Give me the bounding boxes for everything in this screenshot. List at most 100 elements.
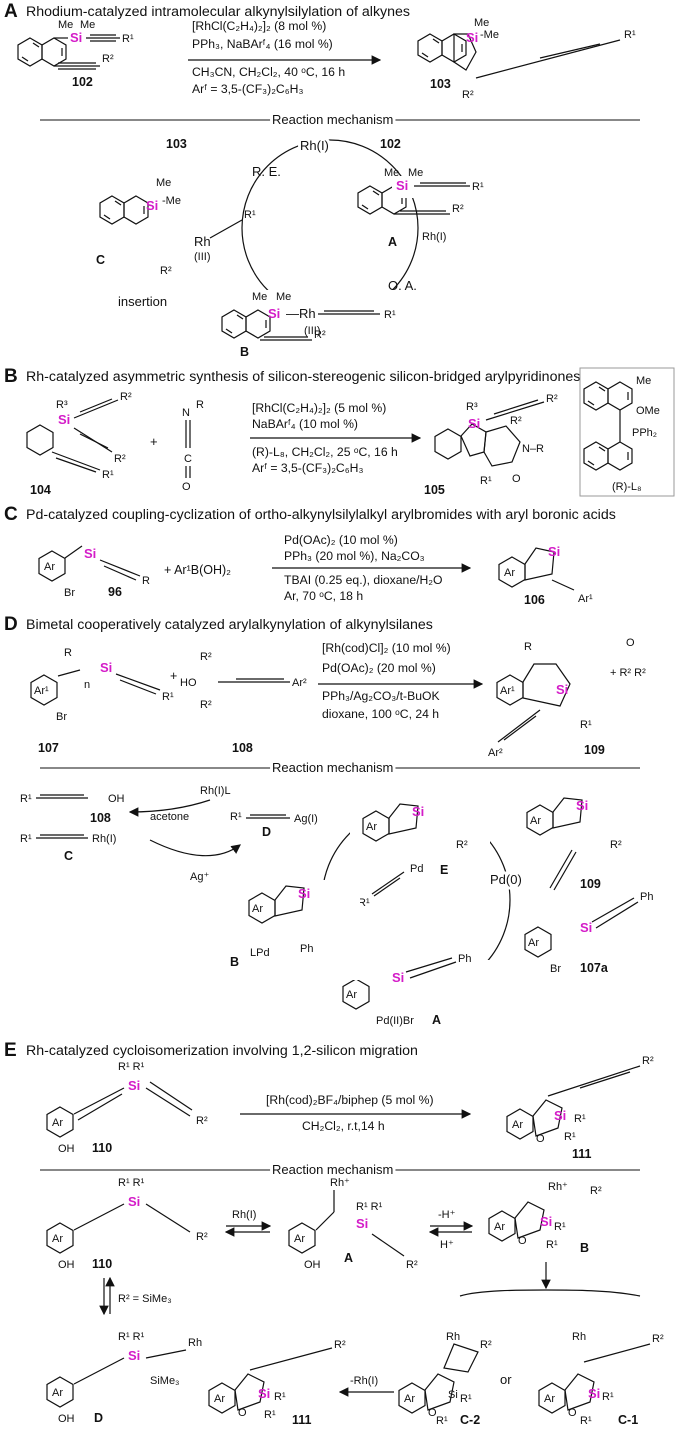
compound-105: Si R³ R² R² N–R O R¹	[434, 393, 558, 487]
mech-e-minus-h: -H⁺	[438, 1209, 456, 1221]
mech-e-c1: Ar Si O R¹ R¹ Rh R²	[538, 1331, 664, 1427]
cond-b-1: [RhCl(C₂H₄)₂]₂ (5 mol %)	[252, 401, 386, 415]
mech-e-d-label: D	[94, 1411, 103, 1425]
svg-text:O: O	[182, 481, 191, 493]
mech-d-agi: Ag(I)	[294, 813, 318, 825]
svg-text:Me: Me	[156, 177, 171, 189]
label-107: 107	[38, 741, 59, 755]
section-d-title: Bimetal cooperatively catalyzed arylalky…	[26, 617, 433, 633]
mech-d-e: E	[440, 863, 448, 877]
svg-text:R¹: R¹	[230, 811, 242, 823]
svg-text:+: +	[170, 669, 177, 683]
svg-text:R¹: R¹	[580, 719, 592, 731]
cond-a-3: CH₃CN, CH₂Cl₂, 40 ᵒC, 16 h	[192, 65, 345, 79]
svg-text:Rh: Rh	[572, 1331, 586, 1343]
cond-d-2: Pd(OAc)₂ (20 mol %)	[322, 661, 436, 675]
svg-text:Ph: Ph	[640, 891, 653, 903]
compound-96: Ar Si R Br	[38, 545, 150, 599]
mech-e-111-label: 111	[292, 1413, 312, 1427]
mech-e-c2: Ar Si O R¹ R¹ Rh R²	[398, 1331, 492, 1427]
mechanism-title-a: Reaction mechanism	[272, 112, 393, 127]
isocyanate: NR C O	[182, 399, 204, 493]
svg-text:HO: HO	[180, 677, 197, 689]
svg-text:Si: Si	[128, 1194, 140, 1209]
mech-d-a: A	[432, 1013, 441, 1027]
compound-104: Si R³ R² R² R¹	[26, 391, 132, 481]
mech-e-d: Ar OH Si R¹ R¹ Rh SiMe₃	[46, 1331, 202, 1425]
product-109-mech: Ar Si R²	[526, 797, 622, 891]
svg-text:R¹: R¹	[472, 181, 484, 193]
label-103: 103	[430, 77, 451, 91]
mech-d-108: 108	[90, 811, 111, 825]
cond-d-3: PPh₃/Ag₂CO₃/t-BuOK	[322, 689, 440, 703]
svg-text:Me: Me	[474, 17, 489, 29]
svg-text:Ar: Ar	[44, 561, 55, 573]
svg-text:Br: Br	[64, 587, 75, 599]
svg-text:Ar: Ar	[346, 989, 357, 1001]
mech-a-rh1: Rh(I)	[300, 138, 329, 153]
svg-text:R¹: R¹	[602, 1391, 614, 1403]
svg-text:N–R: N–R	[522, 443, 544, 455]
cond-c-2: PPh₃ (20 mol %), Na₂CO₃	[284, 549, 425, 563]
svg-text:R: R	[196, 399, 204, 411]
svg-text:Si: Si	[556, 682, 568, 697]
svg-text:R¹ R¹: R¹ R¹	[118, 1331, 145, 1343]
mech-e-a-label: A	[344, 1251, 353, 1265]
cond-a-2: PPh₃, NaBArᶠ₄ (16 mol %)	[192, 37, 333, 51]
mech-d-rhl: Rh(I)L	[200, 785, 231, 797]
mech-a-out: 103	[166, 137, 187, 151]
svg-text:Ar²: Ar²	[292, 677, 307, 689]
svg-text:R¹ R¹: R¹ R¹	[356, 1201, 383, 1213]
svg-text:R²: R²	[642, 1055, 654, 1067]
svg-text:R²: R²	[480, 1339, 492, 1351]
cond-b-4: Arᶠ = 3,5-(CF₃)₂C₆H₃	[252, 461, 363, 475]
mech-a-in: 102	[380, 137, 401, 151]
cond-a-4: Arᶠ = 3,5-(CF₃)₂C₆H₃	[192, 82, 303, 96]
svg-text:Si: Si	[356, 1216, 368, 1231]
cond-c-3: TBAI (0.25 eq.), dioxane/H₂O	[284, 573, 443, 587]
svg-text:R²: R²	[200, 651, 212, 663]
mech-d-109: 109	[580, 877, 601, 891]
svg-text:Si: Si	[70, 30, 82, 45]
section-a-letter: A	[4, 1, 18, 22]
svg-text:Ar: Ar	[504, 567, 515, 579]
svg-text:Rh(I): Rh(I)	[422, 231, 446, 243]
label-102: 102	[72, 75, 93, 89]
svg-text:Si: Si	[100, 660, 112, 675]
cond-b-2: NaBArᶠ₄ (10 mol %)	[252, 417, 358, 431]
svg-text:Si: Si	[448, 1389, 458, 1401]
mech-e-r2: R² = SiMe₃	[118, 1293, 172, 1305]
svg-text:R¹: R¹	[436, 1415, 448, 1427]
svg-text:R²: R²	[196, 1115, 208, 1127]
mech-e-111: Ar Si O R¹ R¹ R²	[208, 1339, 346, 1421]
svg-text:C: C	[184, 453, 192, 465]
svg-text:Ar: Ar	[512, 1119, 523, 1131]
svg-text:O: O	[626, 637, 635, 649]
label-105: 105	[424, 483, 445, 497]
svg-text:R¹: R¹	[20, 833, 32, 845]
svg-text:Si: Si	[298, 886, 310, 901]
svg-text:Si: Si	[146, 198, 158, 213]
mechanism-title-d: Reaction mechanism	[272, 760, 393, 775]
label-109: 109	[584, 743, 605, 757]
svg-text:LPd: LPd	[250, 947, 270, 959]
svg-text:R¹: R¹	[580, 1415, 592, 1427]
svg-text:R²: R²	[452, 203, 464, 215]
svg-text:R²: R²	[102, 53, 114, 65]
svg-text:R¹: R¹	[554, 1221, 566, 1233]
section-e-letter: E	[4, 1040, 17, 1061]
svg-text:R²: R²	[610, 839, 622, 851]
mech-e-110-label: 110	[92, 1257, 112, 1271]
mech-a-insertion: insertion	[118, 294, 167, 309]
svg-text:R: R	[142, 575, 150, 587]
svg-text:Br: Br	[550, 963, 561, 975]
section-b-letter: B	[4, 366, 18, 387]
svg-text:R¹: R¹	[274, 1391, 286, 1403]
label-int-a: A	[388, 235, 397, 249]
ligand-me: Me	[636, 375, 651, 387]
svg-text:R¹: R¹	[546, 1239, 558, 1251]
svg-text:Ph: Ph	[300, 943, 313, 955]
svg-text:Ar: Ar	[252, 903, 263, 915]
svg-text:R¹: R¹	[480, 475, 492, 487]
